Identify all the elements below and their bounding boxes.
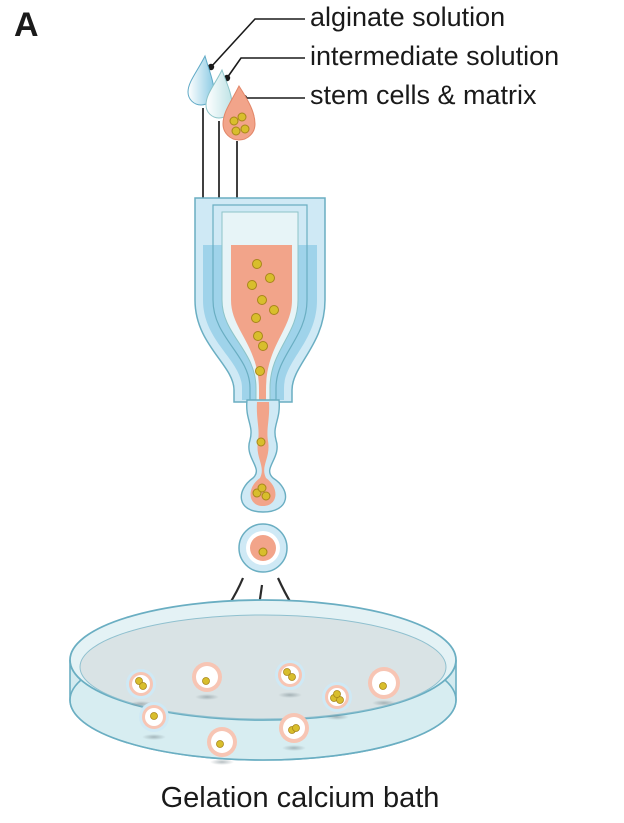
figure-caption: Gelation calcium bath — [0, 784, 600, 813]
coaxial-nozzle — [195, 198, 325, 402]
alginate-leader-line — [211, 19, 305, 67]
detached-microcapsule — [239, 524, 287, 572]
extruded-stream — [241, 400, 285, 512]
intermediate-leader-line — [227, 58, 305, 78]
